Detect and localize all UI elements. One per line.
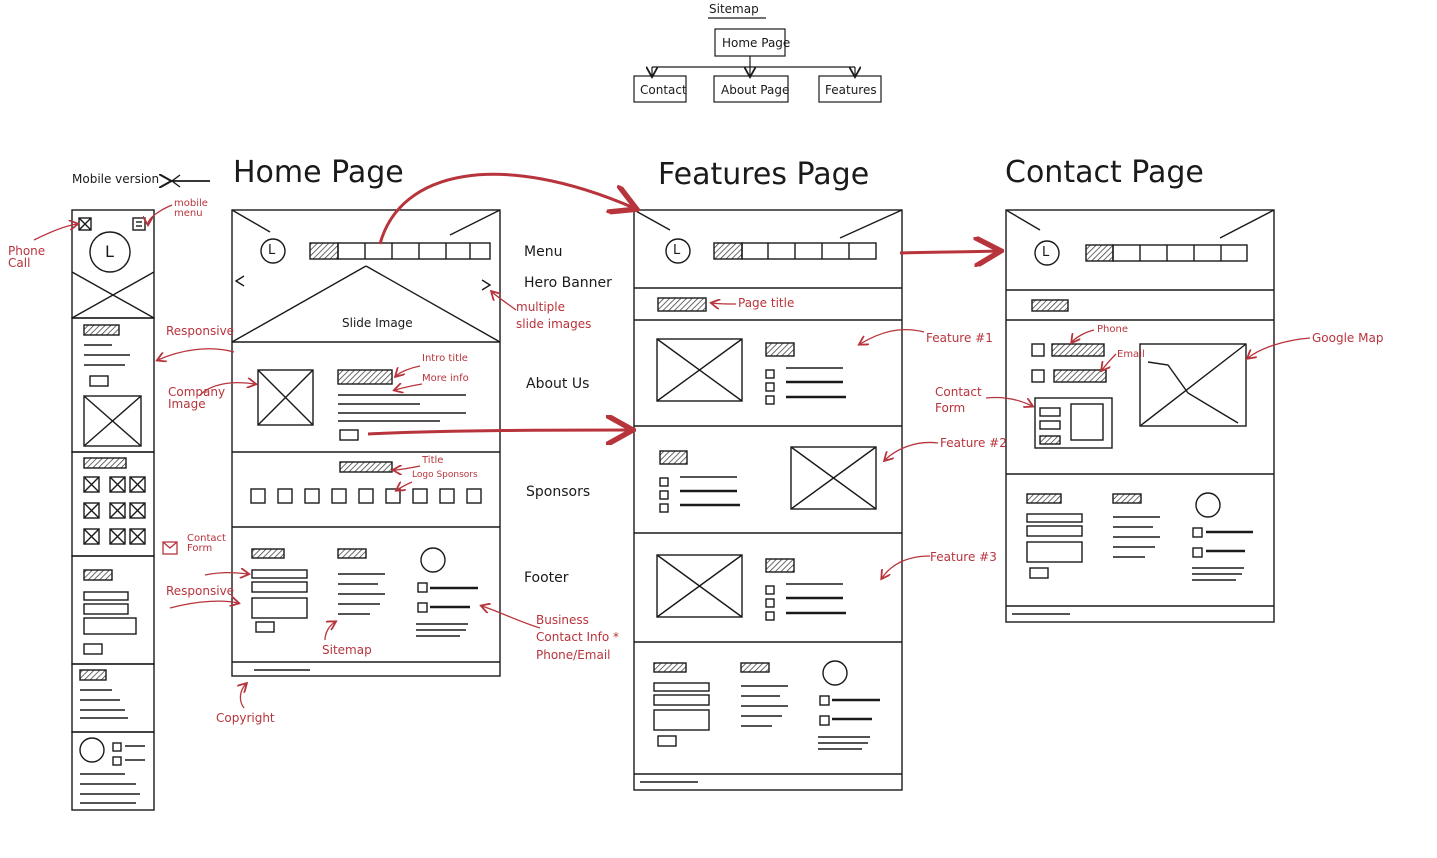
contact-logo-icon: L	[1042, 245, 1050, 260]
contact-page-wireframe	[1005, 209, 1275, 623]
features-page-title: Features Page	[658, 157, 870, 192]
sitemap-node-features: Features	[825, 83, 877, 97]
note-mobile-menu: mobile menu	[174, 198, 208, 219]
note-feature-2: Feature #2	[940, 436, 1007, 450]
sitemap-title: Sitemap	[709, 2, 759, 16]
sitemap-contact-box	[633, 75, 687, 103]
mobile-logo-icon: L	[105, 242, 114, 261]
home-sponsor-row	[250, 488, 482, 504]
about-to-features-arrow	[367, 430, 630, 434]
annotation-arrows	[367, 172, 998, 434]
note-google-map: Google Map	[1312, 331, 1384, 345]
note-feature-3: Feature #3	[930, 550, 997, 564]
mobile-version-label: Mobile version	[72, 172, 160, 186]
sitemap-features-box	[818, 75, 882, 103]
note-copyright: Copyright	[216, 711, 275, 725]
section-label-footer: Footer	[524, 570, 569, 586]
note-company-image: Company Image	[168, 385, 226, 411]
section-label-hero: Hero Banner	[524, 275, 612, 291]
sitemap-node-contact: Contact	[640, 83, 687, 97]
home-page-wireframe	[231, 209, 501, 677]
slide-image-label: Slide Image	[342, 316, 413, 330]
sitemap-node-home: Home Page	[722, 36, 791, 50]
sitemap-diagram	[633, 17, 882, 103]
note-more-info: More info	[422, 373, 469, 384]
note-responsive-2: Responsive	[166, 584, 235, 598]
home-logo-icon: L	[268, 243, 276, 258]
sitemap-about-box	[713, 75, 789, 103]
features-to-contact-arrow	[899, 251, 998, 253]
note-multiple-slide: multiple slide images	[516, 300, 592, 331]
note-phone: Phone	[1097, 324, 1128, 335]
home-to-features-arrow	[378, 172, 634, 245]
note-email: Email	[1117, 349, 1145, 360]
annotation-leaders	[33, 204, 1311, 709]
note-page-title: Page title	[738, 296, 795, 310]
note-contact-form-mobile: Contact Form	[187, 533, 226, 554]
sitemap-node-about: About Page	[721, 83, 790, 97]
section-label-sponsors: Sponsors	[526, 484, 591, 500]
note-responsive-1: Responsive	[166, 324, 235, 338]
note-business-info: Business Contact Info * Phone/Email	[536, 613, 620, 662]
contact-page-title: Contact Page	[1005, 155, 1204, 190]
section-label-about: About Us	[526, 376, 590, 392]
home-page-title: Home Page	[233, 155, 404, 190]
note-feature-1: Feature #1	[926, 331, 993, 345]
note-sitemap: Sitemap	[322, 643, 372, 657]
section-label-menu: Menu	[524, 244, 563, 260]
features-logo-icon: L	[673, 243, 681, 258]
note-title: Title	[422, 455, 444, 466]
features-page-wireframe	[633, 209, 903, 791]
note-contact-form: Contact Form	[935, 385, 982, 415]
note-intro-title: Intro title	[422, 353, 468, 364]
note-logo-sponsors: Logo Sponsors	[412, 470, 478, 480]
mobile-wireframe	[71, 175, 210, 811]
note-phone-call: Phone Call	[8, 244, 46, 270]
mobile-sponsor-grid	[83, 476, 146, 545]
